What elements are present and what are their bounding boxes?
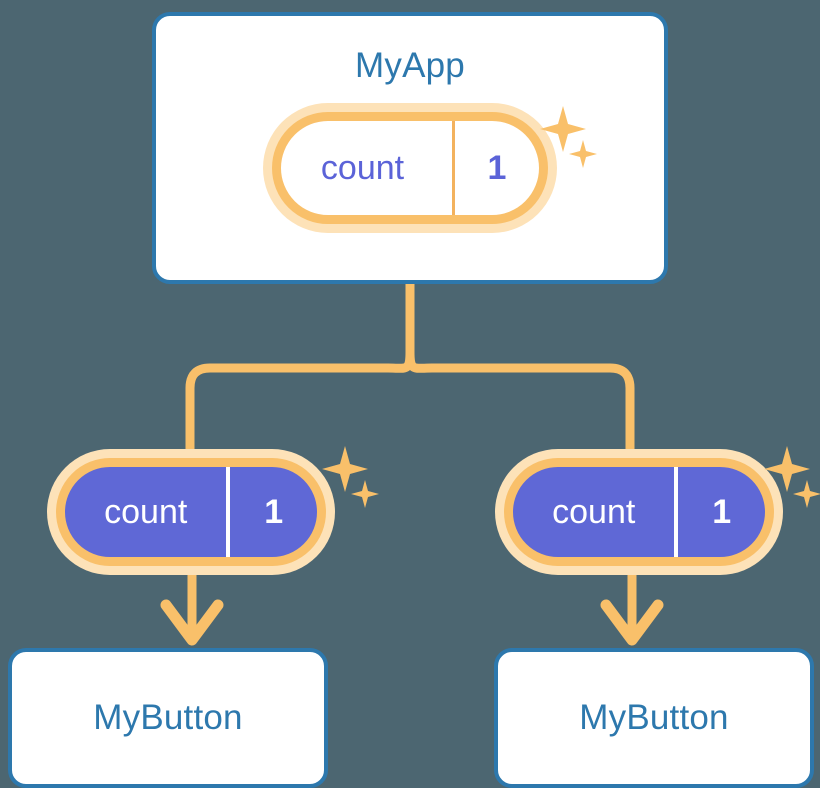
state-pill-child-left[interactable]: count 1 xyxy=(56,458,326,566)
branch-connector xyxy=(185,284,635,467)
sparkle-icon-small xyxy=(793,480,820,508)
sparkle-icon-large xyxy=(322,446,368,492)
diagram-canvas: MyApp count 1 count 1 count 1 xyxy=(8,12,820,788)
props-arrow-left xyxy=(160,575,224,646)
component-card-mybutton-right[interactable]: MyButton xyxy=(494,648,814,788)
state-pill-body: count 1 xyxy=(504,458,774,566)
component-title-mybutton: MyButton xyxy=(579,698,729,737)
state-pill-body: count 1 xyxy=(272,112,548,224)
state-pill-child-right[interactable]: count 1 xyxy=(504,458,774,566)
state-value-label: 1 xyxy=(264,492,284,531)
state-key-label: count xyxy=(65,467,231,557)
state-value-label: 1 xyxy=(712,492,732,531)
state-value-label: 1 xyxy=(487,148,507,187)
state-pill-myapp[interactable]: count 1 xyxy=(272,112,548,224)
props-arrow-right xyxy=(600,575,664,646)
component-title-mybutton: MyButton xyxy=(93,698,243,737)
state-pill-body: count 1 xyxy=(56,458,326,566)
state-key-label: count xyxy=(281,121,455,215)
state-key-label: count xyxy=(513,467,679,557)
sparkle-icon-small xyxy=(351,480,379,508)
component-title-myapp: MyApp xyxy=(355,46,465,85)
component-card-mybutton-left[interactable]: MyButton xyxy=(8,648,328,788)
sparkle-group-child-left xyxy=(318,444,382,519)
